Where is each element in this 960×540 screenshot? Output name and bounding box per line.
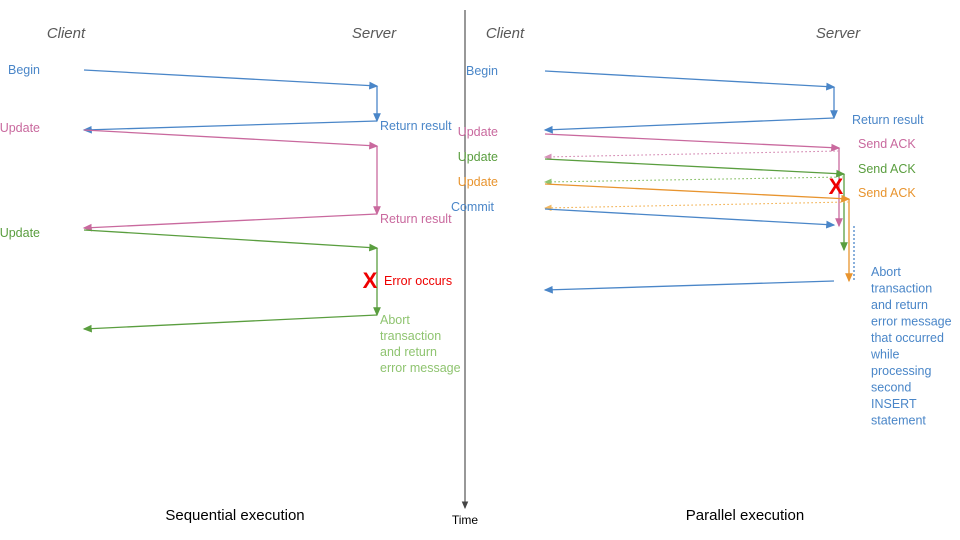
message-line-abort-return: [82, 314, 378, 333]
error-marker-group: X: [829, 174, 844, 199]
message-line-abort-return: [543, 280, 835, 294]
message-label-return-result-1: Return result: [380, 119, 452, 133]
message-line-send-ack-3: [543, 201, 850, 212]
message-line-return-result-2: [82, 213, 378, 232]
message-line-update-1: [544, 133, 841, 152]
lane-title-server: Server: [816, 25, 861, 42]
message-label-begin: Begin: [466, 64, 498, 78]
time-axis-label: Time: [452, 513, 479, 527]
message-label-begin: Begin: [8, 63, 40, 77]
message-line-update-1: [83, 129, 379, 150]
message-line-commit: [544, 208, 836, 229]
message-label-update-1: Update: [458, 125, 498, 139]
message-label-send-ack-2: Send ACK: [858, 162, 916, 176]
panel-caption-parallel: Parallel execution: [686, 507, 804, 524]
message-line-update-3: [544, 183, 851, 203]
error-marker-group: X Error occurs: [363, 268, 452, 293]
message-line-update-2: [83, 229, 379, 252]
message-label-send-ack-1: Send ACK: [858, 137, 916, 151]
time-axis: Time: [452, 10, 479, 527]
panel-caption-sequential: Sequential execution: [165, 507, 304, 524]
message-line-return-result-1: [82, 120, 378, 134]
message-label-send-ack-3: Send ACK: [858, 186, 916, 200]
message-label-return-result: Return result: [852, 113, 924, 127]
message-line-send-ack-1: [543, 150, 840, 161]
error-x-icon: X: [363, 268, 378, 293]
message-label-update-2: Update: [458, 150, 498, 164]
message-label-update-2: Update: [0, 226, 40, 240]
error-x-icon: X: [829, 174, 844, 199]
message-label-return-result-2: Return result: [380, 212, 452, 226]
lane-title-client: Client: [486, 25, 525, 42]
message-line-begin: [83, 69, 379, 90]
lane-title-server: Server: [352, 25, 397, 42]
message-label-update-1: Update: [0, 121, 40, 135]
message-label-update-3: Update: [458, 175, 498, 189]
message-label-commit: Commit: [451, 200, 495, 214]
lane-title-client: Client: [47, 25, 86, 42]
message-line-return-result: [543, 117, 835, 134]
message-line-update-2: [544, 158, 846, 178]
message-line-send-ack-2: [543, 176, 845, 186]
message-line-begin: [544, 70, 836, 91]
error-occurs-label: Error occurs: [384, 274, 452, 288]
